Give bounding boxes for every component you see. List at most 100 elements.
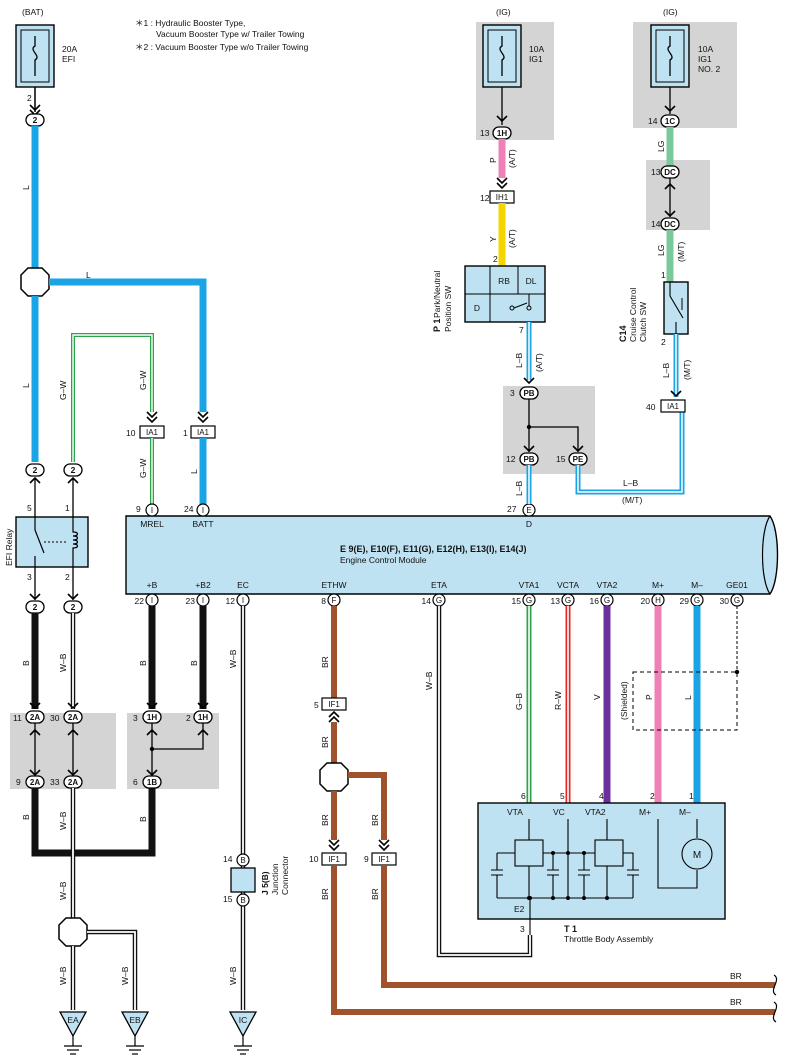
- svg-text:I: I: [151, 506, 153, 515]
- svg-text:1H: 1H: [147, 713, 157, 722]
- svg-text:2: 2: [186, 713, 191, 723]
- efi-fuse: [15, 24, 55, 88]
- svg-text:Y: Y: [488, 236, 498, 242]
- svg-text:W–B: W–B: [58, 966, 68, 985]
- svg-text:15: 15: [223, 894, 233, 904]
- svg-text:W–B: W–B: [58, 811, 68, 830]
- 2a-junction-area: [10, 713, 116, 789]
- ecm-title: E 9(E), E10(F), E11(G), E12(H), E13(I), …: [340, 544, 527, 554]
- ecm-pin-connector-letter: I: [242, 596, 244, 605]
- svg-text:LG: LG: [656, 245, 666, 256]
- svg-text:(IG): (IG): [663, 7, 678, 17]
- svg-text:(M/T): (M/T): [682, 360, 692, 380]
- note-1b: Vacuum Booster Type w/ Trailer Towing: [156, 29, 305, 39]
- motor-icon: M: [693, 850, 701, 861]
- svg-text:IG1: IG1: [698, 54, 712, 64]
- junction-connector: [230, 867, 256, 893]
- svg-text:IF1: IF1: [328, 855, 340, 864]
- 1h-junction-area: [127, 713, 219, 789]
- svg-text:3: 3: [510, 388, 515, 398]
- svg-text:(Shielded): (Shielded): [619, 681, 629, 720]
- svg-text:DC: DC: [664, 168, 676, 177]
- svg-text:5: 5: [314, 700, 319, 710]
- svg-text:B: B: [240, 896, 245, 905]
- svg-text:J 5(B): J 5(B): [260, 871, 270, 895]
- efi-name: EFI: [62, 54, 75, 64]
- svg-text:L–B: L–B: [514, 353, 524, 368]
- ecm-pin-number: 15: [512, 596, 522, 606]
- svg-text:3: 3: [27, 572, 32, 582]
- svg-text:27: 27: [507, 504, 517, 514]
- svg-text:IG1: IG1: [529, 54, 543, 64]
- ecm-subtitle: Engine Control Module: [340, 555, 427, 565]
- svg-text:14: 14: [648, 116, 658, 126]
- svg-text:6: 6: [133, 777, 138, 787]
- svg-text:B: B: [21, 660, 31, 666]
- svg-text:PE: PE: [573, 455, 584, 464]
- svg-text:L: L: [21, 383, 31, 388]
- note-2: ＊2 : Vacuum Booster Type w/o Trailer Tow…: [135, 42, 309, 52]
- svg-text:LG: LG: [656, 141, 666, 152]
- svg-text:I: I: [202, 506, 204, 515]
- ecm-pin-number: 8: [321, 596, 326, 606]
- svg-text:MREL: MREL: [140, 519, 164, 529]
- svg-text:L: L: [189, 469, 199, 474]
- ground-ea-icon: [58, 1011, 88, 1055]
- svg-text:W–B: W–B: [228, 966, 238, 985]
- svg-text:2: 2: [661, 337, 666, 347]
- svg-text:G–W: G–W: [138, 371, 148, 390]
- svg-text:VTA: VTA: [507, 807, 523, 817]
- ecm-pin-connector-letter: H: [655, 596, 661, 605]
- svg-text:B: B: [240, 856, 245, 865]
- svg-text:IC: IC: [239, 1015, 248, 1025]
- svg-text:5: 5: [27, 503, 32, 513]
- svg-text:G–W: G–W: [58, 381, 68, 400]
- ecm-pin-number: 30: [720, 596, 730, 606]
- svg-text:3: 3: [520, 924, 525, 934]
- svg-text:30: 30: [50, 713, 60, 723]
- svg-text:B: B: [138, 816, 148, 822]
- svg-text:BR: BR: [730, 997, 742, 1007]
- svg-text:9: 9: [16, 777, 21, 787]
- svg-text:D: D: [474, 303, 480, 313]
- svg-text:2: 2: [493, 254, 498, 264]
- svg-text:2A: 2A: [30, 778, 40, 787]
- throttle-pin-number: 1: [689, 791, 694, 801]
- svg-text:M–: M–: [679, 807, 691, 817]
- svg-text:W–B: W–B: [424, 671, 434, 690]
- svg-text:2: 2: [27, 93, 32, 103]
- throttle-pin-number: 6: [521, 791, 526, 801]
- ecm-pin-label: VCTA: [557, 580, 579, 590]
- svg-text:BR: BR: [320, 736, 330, 748]
- efi-source: (BAT): [22, 7, 44, 17]
- svg-text:3: 3: [133, 713, 138, 723]
- ecm-pin-label: M–: [691, 580, 703, 590]
- ecm-pin-connector-letter: G: [604, 596, 610, 605]
- efi-rating: 20A: [62, 44, 77, 54]
- svg-text:BR: BR: [730, 971, 742, 981]
- ecm-pin-label: +B2: [195, 580, 211, 590]
- svg-text:BR: BR: [320, 814, 330, 826]
- svg-text:W–B: W–B: [120, 966, 130, 985]
- svg-text:C14: C14: [618, 325, 628, 342]
- svg-text:10A: 10A: [529, 44, 544, 54]
- fuse-icon: [667, 36, 673, 76]
- svg-text:G–W: G–W: [138, 459, 148, 478]
- svg-text:IA1: IA1: [146, 428, 159, 437]
- svg-text:IF1: IF1: [328, 700, 340, 709]
- svg-text:(A/T): (A/T): [507, 149, 517, 168]
- svg-text:RB: RB: [498, 276, 510, 286]
- svg-text:VTA2: VTA2: [585, 807, 606, 817]
- svg-text:2: 2: [71, 602, 76, 612]
- splice-point: [20, 267, 50, 297]
- ecm-pin-connector-letter: I: [151, 596, 153, 605]
- svg-text:Cruise Control: Cruise Control: [628, 288, 638, 342]
- svg-text:L–B: L–B: [623, 478, 638, 488]
- svg-text:E: E: [526, 506, 531, 515]
- svg-text:1: 1: [183, 428, 188, 438]
- svg-text:12: 12: [480, 193, 490, 203]
- svg-text:2A: 2A: [68, 778, 78, 787]
- svg-text:BR: BR: [370, 888, 380, 900]
